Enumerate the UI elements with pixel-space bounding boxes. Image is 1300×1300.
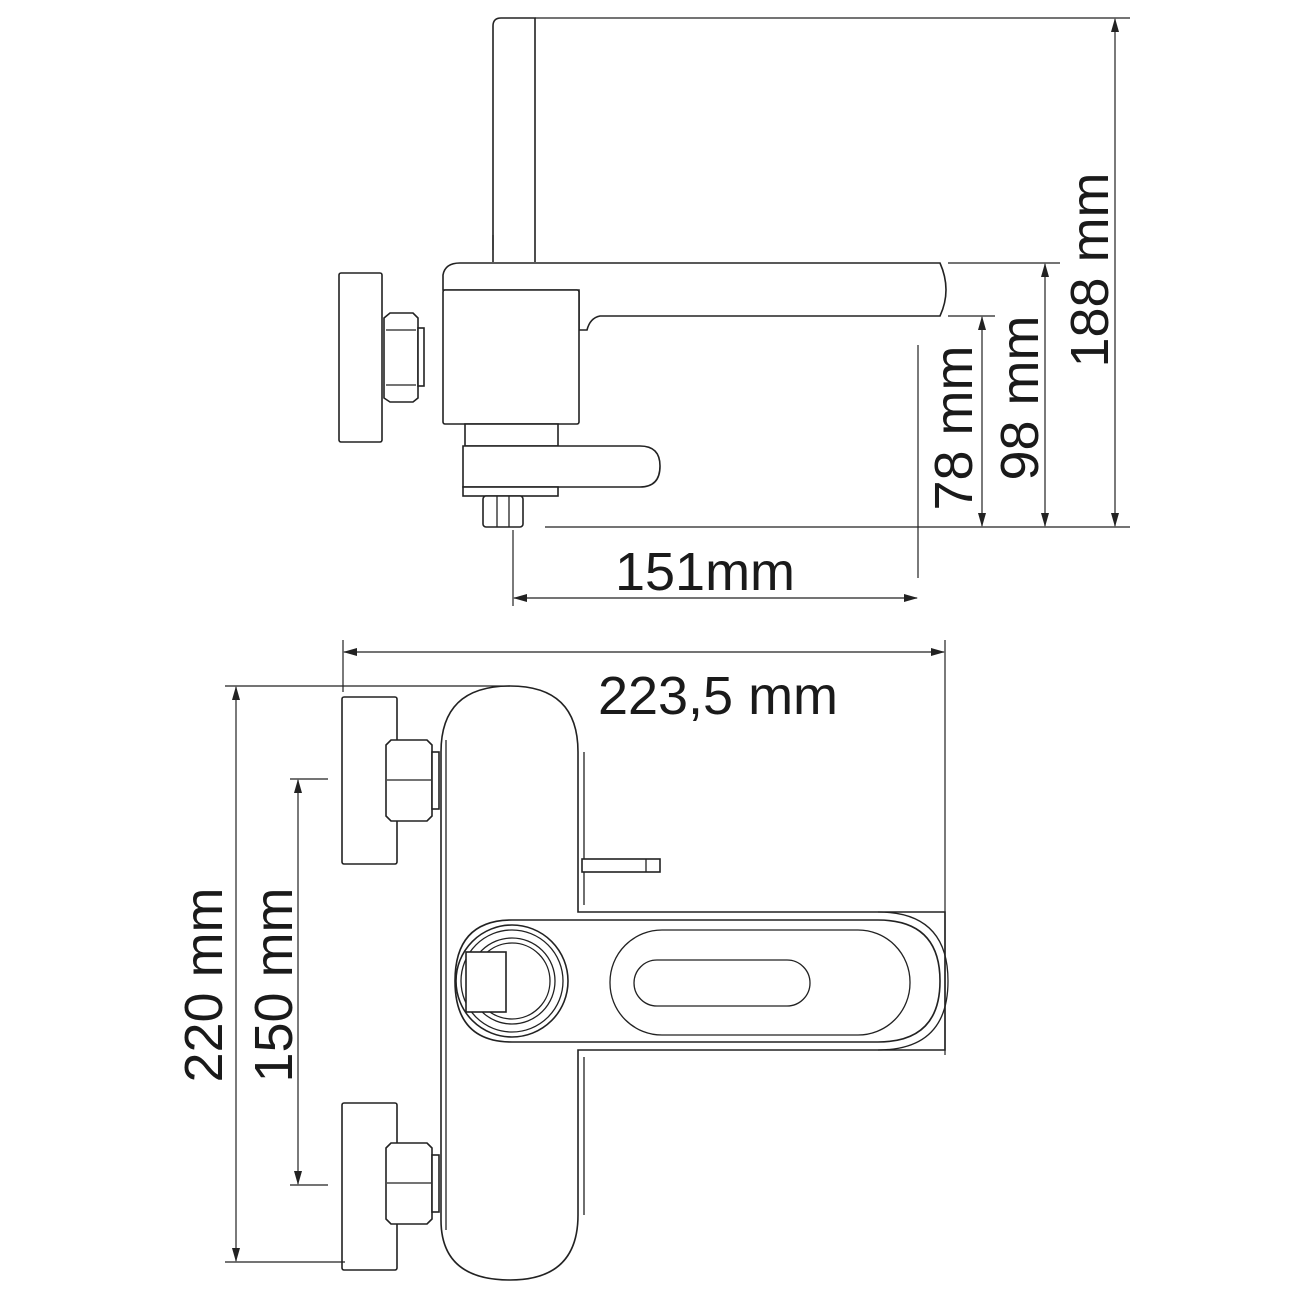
side-view-dimensions: 188 mm 98 mm 78 mm 151mm: [512, 17, 1130, 606]
lever-slot-outer: [609, 929, 911, 1036]
shower-riser-pipe: [492, 17, 536, 262]
hex-nut: [383, 312, 419, 403]
side-view: [338, 17, 947, 528]
diverter-neck: [464, 423, 559, 447]
label-78mm: 78 mm: [924, 345, 984, 510]
lever-slot: [633, 959, 811, 1007]
front-view-dimensions: 223,5 mm 220 mm 150 mm: [174, 640, 946, 1263]
pin: [581, 858, 661, 873]
handle-disc: [338, 272, 383, 443]
label-98mm: 98 mm: [990, 315, 1050, 480]
label-150mm: 150 mm: [244, 887, 304, 1082]
valve-body: [442, 289, 580, 425]
front-view: [341, 685, 949, 1281]
label-151mm: 151mm: [615, 542, 795, 602]
label-223-5mm: 223,5 mm: [598, 666, 838, 726]
diverter-lever: [462, 445, 661, 488]
diverter-knob: [465, 951, 507, 1013]
spout: [442, 262, 947, 331]
lever: [454, 919, 941, 1043]
label-220mm: 220 mm: [174, 887, 234, 1082]
outlet-nut: [482, 495, 524, 528]
label-188mm: 188 mm: [1060, 172, 1120, 367]
